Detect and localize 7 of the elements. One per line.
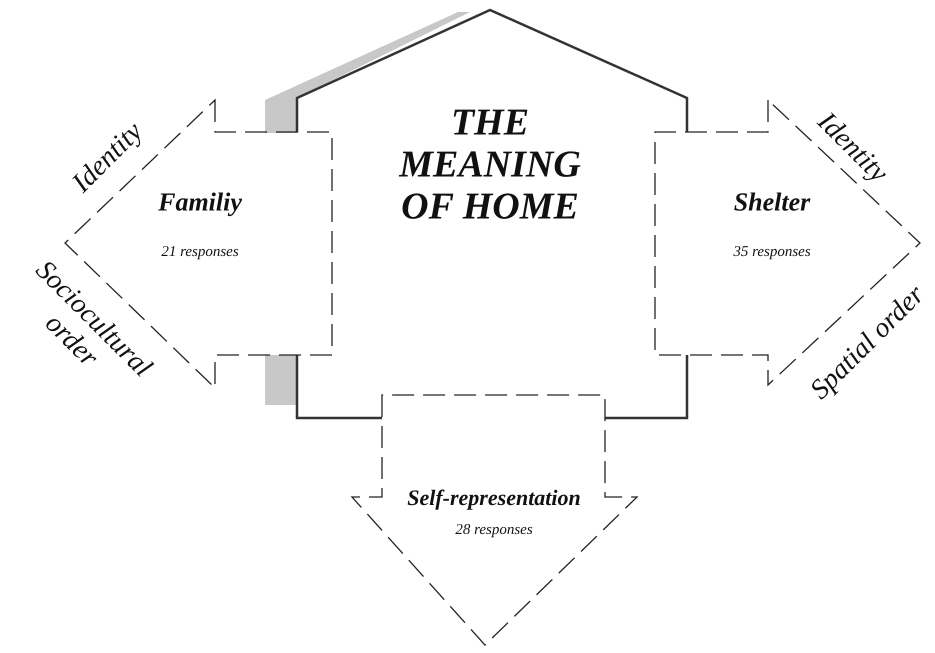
category-title: Shelter xyxy=(732,188,812,218)
main-title: THE MEANING OF HOME xyxy=(398,102,582,228)
response-count: 35 responses xyxy=(732,244,812,260)
response-count: 28 responses xyxy=(454,522,534,538)
response-count: 21 responses xyxy=(160,244,240,260)
category-title: Familiy xyxy=(157,188,243,218)
category-title: Self-representation xyxy=(406,486,582,510)
